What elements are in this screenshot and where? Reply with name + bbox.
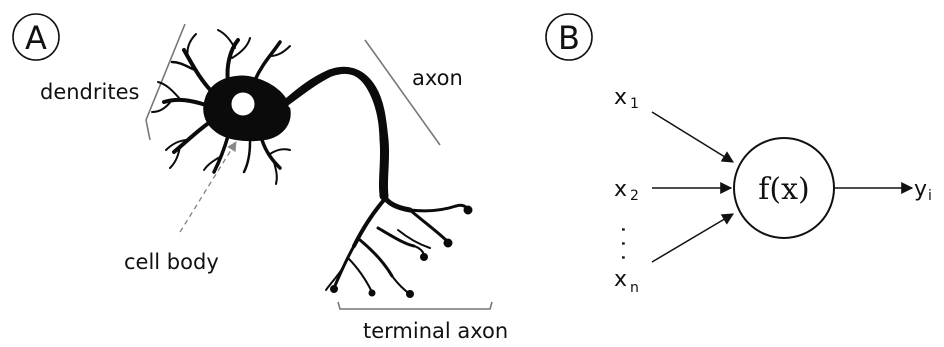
axon-bracket [364,39,441,146]
input-x2-var: x [614,177,627,202]
terminal-bulb [406,290,414,298]
terminal-bulb [463,205,473,215]
input-xn-var: x [614,267,627,292]
input-x2-sub: 2 [630,188,639,204]
panel-a-circle [12,13,60,61]
panel-b-label: B [558,19,580,57]
terminal-bulb [368,289,376,297]
axon-label: axon [412,66,463,90]
terminal-axon-label: terminal axon [363,319,508,343]
neuron-node-circle [733,137,835,239]
cell-body-pointer-arrow [179,141,237,233]
terminal-bulb [420,253,428,261]
input-xn-arrow [651,213,735,263]
terminal-bulb [330,285,338,293]
terminal-bulb [443,238,453,248]
axon-shape [281,66,413,213]
panel-b-circle [545,13,593,61]
dendrites-label: dendrites [40,80,139,104]
dendrite-branches [151,29,291,185]
panel-a: A dendrites axon terminal axon cell body [12,13,508,343]
input-xn-sub: n [630,280,639,296]
dendrites-bracket [145,23,186,141]
terminal-axon-bracket [337,301,493,310]
cell-body-label: cell body [124,250,219,274]
input-x1-sub: 1 [630,96,639,112]
output-y-var: y [914,177,927,202]
neuron-illustration [151,29,473,298]
input-x1-var: x [614,85,627,110]
activation-function-label: f(x) [758,172,809,207]
output-y-sub: i [928,188,932,204]
input-x1-arrow [651,111,735,163]
panel-a-label: A [25,19,47,57]
input-ellipsis-dots: . . . [616,226,641,261]
nucleus [228,89,258,119]
panel-b: B f(x) x 1 x 2 x n . . . y i [545,13,932,296]
